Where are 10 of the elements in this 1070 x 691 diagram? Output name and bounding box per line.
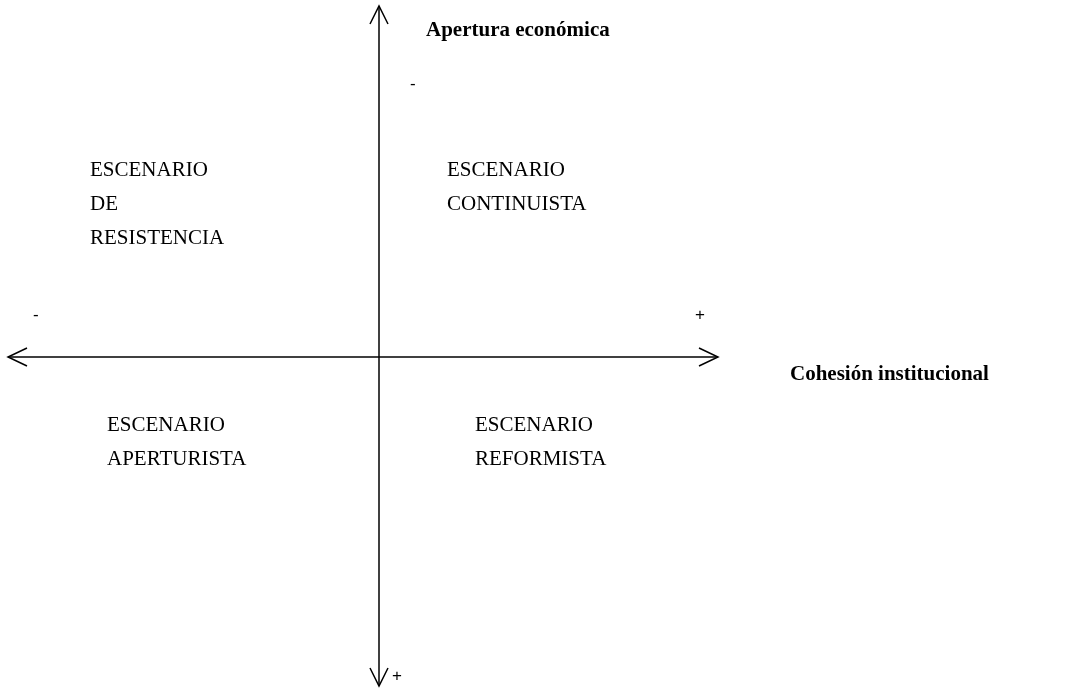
axis-sign: + <box>392 666 402 686</box>
quadrant-label: ESCENARIO CONTINUISTA <box>447 156 588 217</box>
axis-sign: - <box>33 305 39 325</box>
axis-sign: - <box>410 74 416 94</box>
quadrant-label: ESCENARIO DE RESISTENCIA <box>90 156 226 251</box>
axis-sign: + <box>695 305 705 325</box>
axis-title: Cohesión institucional <box>790 360 989 387</box>
quadrant-label: ESCENARIO REFORMISTA <box>475 411 608 472</box>
quadrant-label: ESCENARIO APERTURISTA <box>107 411 248 472</box>
axis-title: Apertura económica <box>426 16 610 43</box>
